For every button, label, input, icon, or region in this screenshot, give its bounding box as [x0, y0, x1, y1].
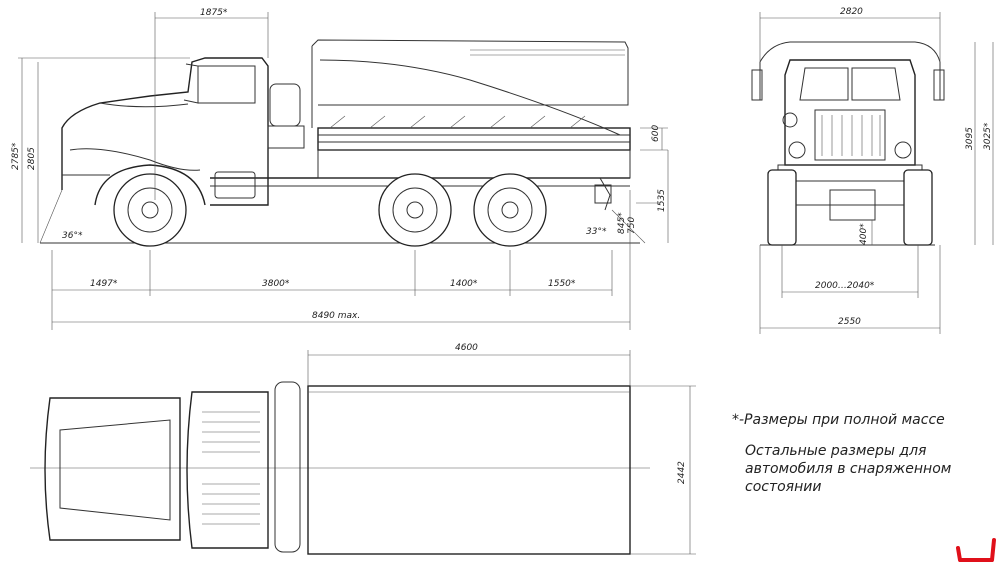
dim-rear-axle-spacing: 1400* — [450, 279, 478, 289]
dim-overall-length: 8490 max. — [312, 311, 360, 321]
notes: *-Размеры при полной массе Остальные раз… — [732, 412, 952, 495]
front-view: 2820 3095 3025* 400* 2000…2040* 2550 — [751, 7, 994, 334]
note-line-4: состоянии — [745, 479, 821, 495]
dim-height-total-empty: 2805 — [27, 147, 37, 170]
dim-front-height-loaded: 3025* — [983, 122, 993, 150]
dim-hitch-height-loaded: 845* — [617, 212, 627, 234]
dim-side-board-height: 600 — [651, 125, 661, 142]
note-line-1: *-Размеры при полной массе — [732, 412, 945, 428]
dim-cab-to-axle: 1875* — [200, 8, 228, 18]
dim-front-overhang: 1497* — [90, 279, 118, 289]
note-line-2: Остальные размеры для — [745, 443, 926, 459]
dim-ground-clearance: 400* — [859, 223, 869, 245]
dim-platform-height: 1535 — [657, 189, 667, 212]
side-view: 1875* 2785* 2805 36°* 33°* 1497* 3800* 1… — [11, 8, 669, 330]
dim-height-total: 2785* — [11, 142, 21, 170]
dim-track: 2000…2040* — [815, 281, 875, 291]
dim-hitch-height-empty: 750 — [627, 217, 637, 234]
dim-front-width-top: 2820 — [840, 7, 863, 17]
dim-body-length: 4600 — [455, 343, 478, 353]
brand-logo-icon — [956, 538, 996, 562]
dim-front-overall-width: 2550 — [838, 317, 861, 327]
dim-rear-overhang: 1550* — [548, 279, 576, 289]
dim-front-height-empty: 3095 — [965, 127, 975, 150]
top-view: 4600 2442 — [30, 343, 696, 555]
dim-approach-angle: 36°* — [62, 231, 83, 241]
dim-body-width: 2442 — [677, 461, 687, 484]
dim-departure-angle: 33°* — [586, 227, 607, 237]
dim-wheelbase: 3800* — [262, 279, 290, 289]
note-line-3: автомобиля в снаряженном — [745, 461, 952, 477]
